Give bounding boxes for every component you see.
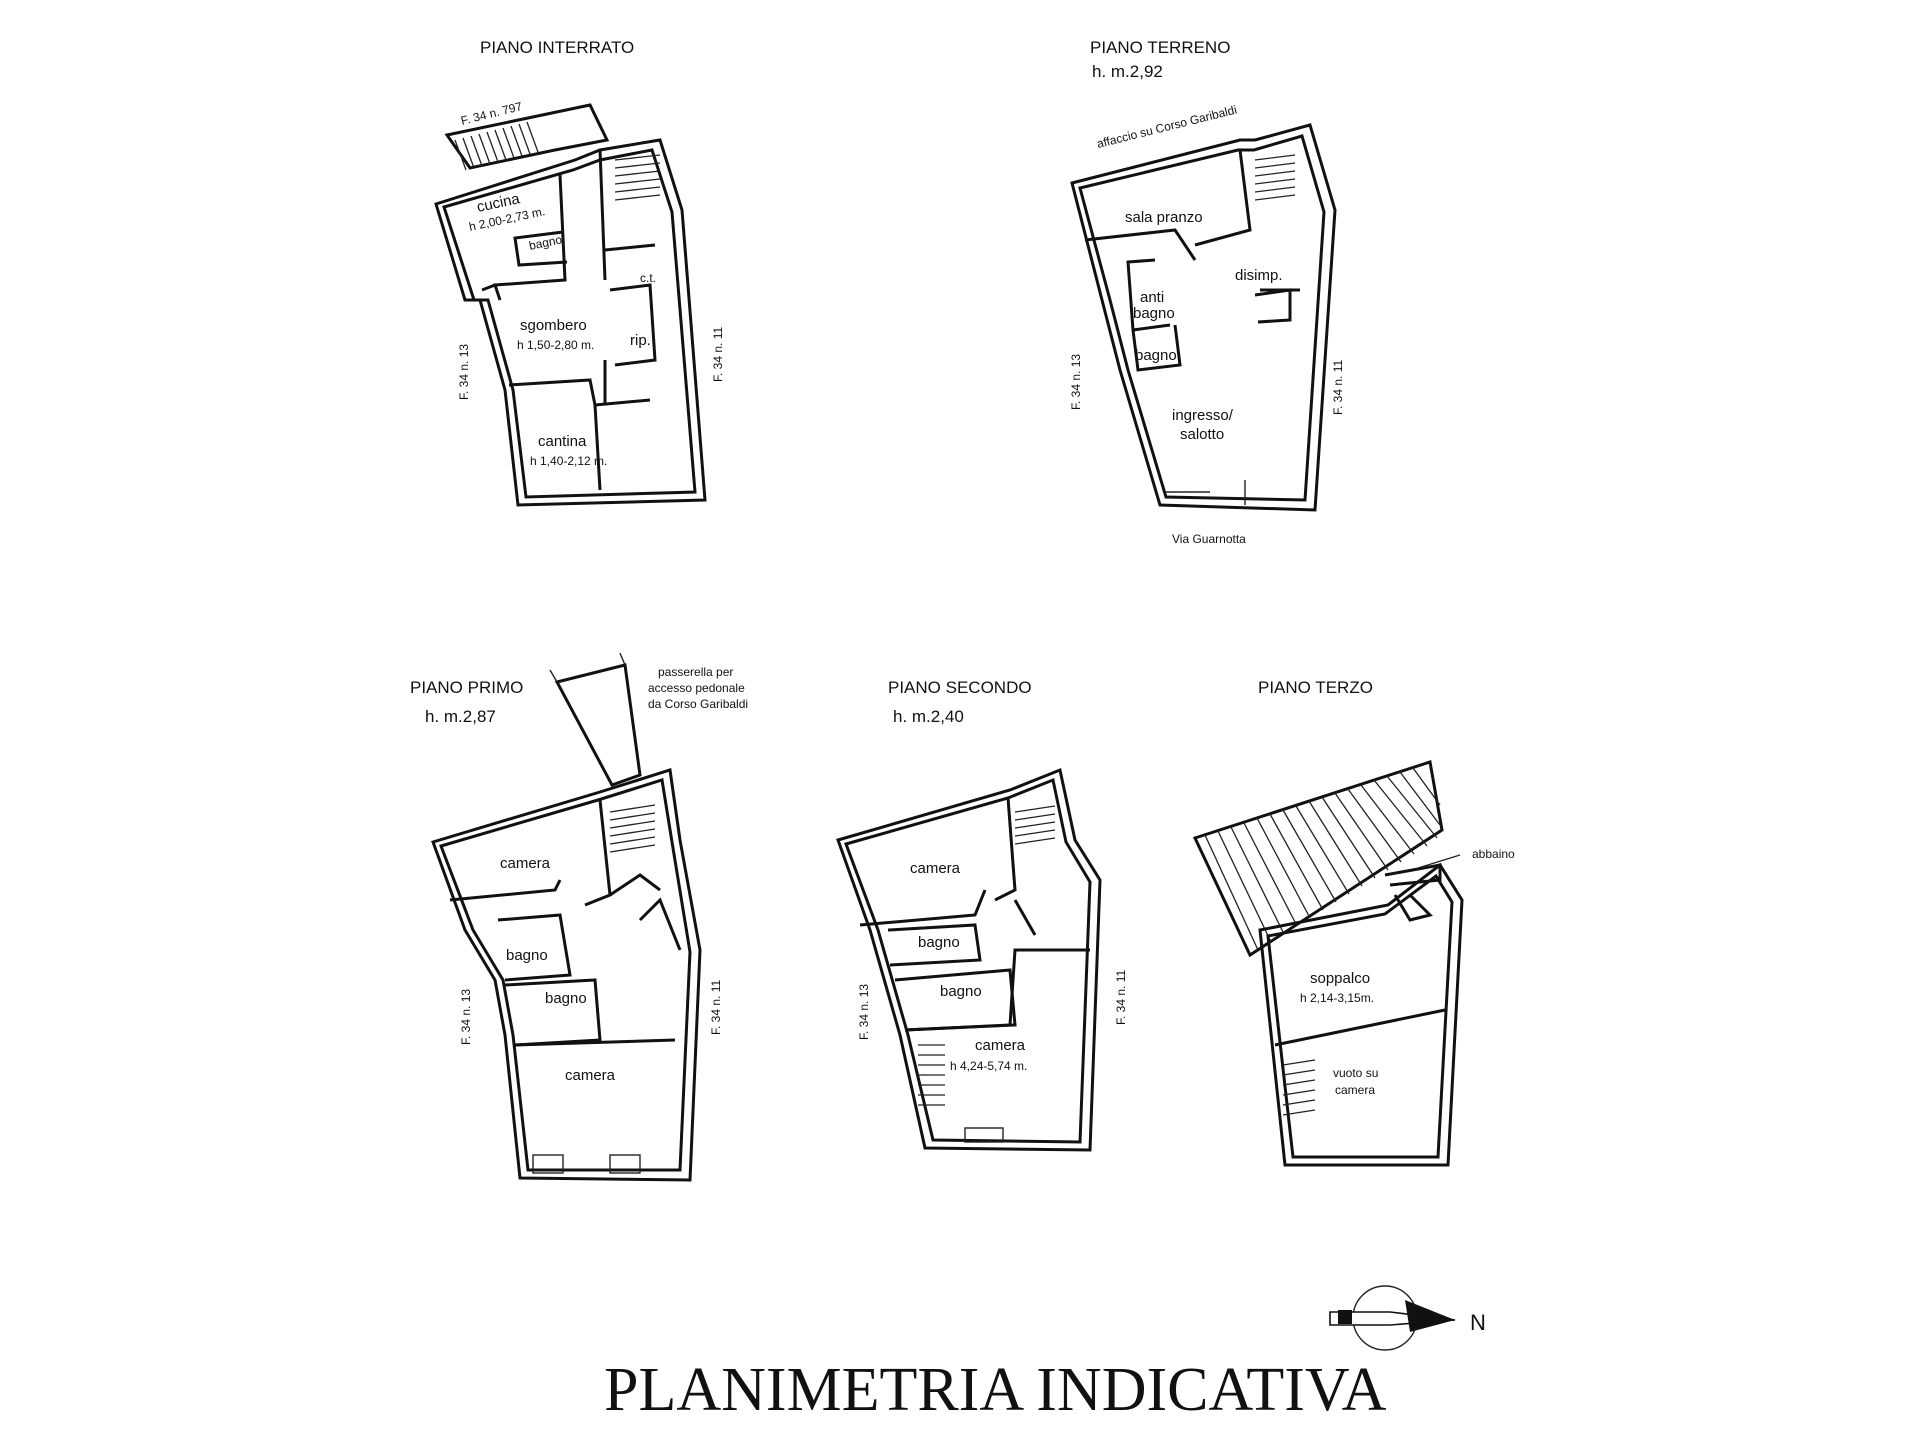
title-piano-terreno: PIANO TERRENO — [1090, 38, 1230, 57]
right-parcel-label: F. 34 n. 11 — [709, 980, 723, 1035]
room-sgombero: sgombero — [520, 317, 587, 334]
stair-hatch — [454, 121, 539, 171]
north-label: N — [1470, 1310, 1486, 1335]
note-passerella: passerella per — [658, 665, 733, 679]
room-anti: anti — [1140, 289, 1164, 306]
left-parcel-label: F. 34 n. 13 — [857, 984, 871, 1040]
height-piano-primo: h. m.2,87 — [425, 707, 496, 726]
room-soppalco-height: h 2,14-3,15m. — [1300, 991, 1374, 1005]
room-vuoto-camera: camera — [1335, 1083, 1375, 1097]
room-camera-2: camera — [975, 1037, 1026, 1054]
plan-piano-primo: PIANO PRIMO h. m.2,87 passerella per acc… — [410, 652, 748, 1182]
room-soppalco: soppalco — [1310, 970, 1370, 987]
height-piano-terreno: h. m.2,92 — [1092, 62, 1163, 81]
left-parcel-label: F. 34 n. 13 — [457, 344, 471, 400]
note-accesso: accesso pedonale — [648, 681, 745, 695]
room-vuoto-su: vuoto su — [1333, 1066, 1378, 1080]
room-bagno-2: bagno — [545, 990, 587, 1007]
title-piano-interrato: PIANO INTERRATO — [480, 38, 634, 57]
room-sala-pranzo: sala pranzo — [1125, 209, 1203, 226]
plan-piano-terzo: PIANO TERZO abbaino soppalco h 2,14-3,15… — [1192, 678, 1515, 1167]
room-rip: rip. — [630, 332, 651, 349]
title-piano-primo: PIANO PRIMO — [410, 678, 523, 697]
room-sgombero-height: h 1,50-2,80 m. — [517, 338, 594, 352]
room-salotto: salotto — [1180, 426, 1224, 443]
room-camera-2-height: h 4,24-5,74 m. — [950, 1059, 1027, 1073]
parcel-label-797: F. 34 n. 797 — [459, 99, 524, 128]
room-ct: c.t. — [640, 271, 656, 285]
room-bagno: bagno — [1135, 347, 1177, 364]
title-piano-terzo: PIANO TERZO — [1258, 678, 1373, 697]
note-affaccio: affaccio su Corso Garibaldi — [1095, 103, 1238, 151]
page-title: PLANIMETRIA INDICATIVA — [604, 1356, 1387, 1424]
right-parcel-label: F. 34 n. 11 — [1114, 970, 1128, 1025]
left-parcel-label: F. 34 n. 13 — [1069, 354, 1083, 410]
street-label: Via Guarnotta — [1172, 532, 1246, 546]
room-camera-1: camera — [500, 855, 551, 872]
plan-piano-secondo: PIANO SECONDO h. m.2,40 camera bagno bag… — [836, 678, 1128, 1152]
north-arrow-icon: N — [1329, 1285, 1486, 1351]
room-camera-1: camera — [910, 860, 961, 877]
room-bagno: bagno — [528, 232, 564, 253]
label-abbaino: abbaino — [1472, 847, 1515, 861]
title-piano-secondo: PIANO SECONDO — [888, 678, 1032, 697]
room-bagno-1: bagno — [918, 934, 960, 951]
room-bagno-1: bagno — [506, 947, 548, 964]
room-bagno-2: bagno — [940, 983, 982, 1000]
note-corso: da Corso Garibaldi — [648, 697, 748, 711]
room-cantina: cantina — [538, 433, 587, 450]
height-piano-secondo: h. m.2,40 — [893, 707, 964, 726]
room-camera-2: camera — [565, 1067, 616, 1084]
room-disimp: disimp. — [1235, 267, 1283, 284]
plan-piano-terreno: PIANO TERRENO h. m.2,92 affaccio su Cors… — [1069, 38, 1345, 546]
roof-hatch — [1204, 767, 1441, 951]
room-cantina-height: h 1,40-2,12 m. — [530, 454, 607, 468]
room-anti-bagno: bagno — [1133, 305, 1175, 322]
room-ingresso: ingresso/ — [1172, 407, 1234, 424]
left-parcel-label: F. 34 n. 13 — [459, 989, 473, 1045]
right-parcel-label: F. 34 n. 11 — [1331, 360, 1345, 415]
right-parcel-label: F. 34 n. 11 — [711, 327, 725, 382]
plan-piano-interrato: PIANO INTERRATO F. 34 n. 797 cucina h 2,… — [434, 38, 725, 507]
